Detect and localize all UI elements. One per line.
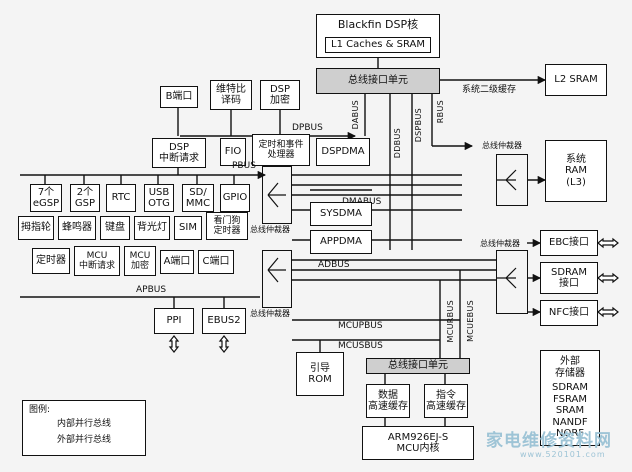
timer-block: 定时器	[32, 248, 70, 274]
ddbus-label: DDBUS	[393, 128, 402, 159]
gsp-block: 2个 GSP	[70, 184, 100, 212]
nfc-interface-block: NFC接口	[540, 300, 598, 326]
l2-sram-block: L2 SRAM	[545, 64, 607, 96]
dspdma-block: DSPDMA	[316, 138, 370, 166]
b-port-block: B端口	[160, 86, 198, 108]
legend-external-label: 外部并行总线	[57, 435, 112, 445]
ebus2-block: EBUS2	[202, 308, 246, 334]
l2-note-label: 系统二级缓存	[462, 85, 517, 95]
arbiter-left-bottom-label: 总线仲裁器	[250, 309, 290, 318]
bus-arbiter-left-top	[262, 166, 292, 224]
c-port-block: C端口	[198, 250, 234, 274]
external-memory-block: 外部 存储器 SDRAM FSRAM SRAM NANDF NORF	[540, 350, 600, 446]
instruction-cache-block: 指令 高速缓存	[424, 384, 468, 418]
bus-arbiter-left-bottom	[262, 250, 292, 308]
sysdma-block: SYSDMA	[310, 202, 372, 226]
arbiter-left-top-label: 总线仲裁器	[250, 225, 290, 234]
a-port-block: A端口	[160, 250, 194, 274]
blackfin-dsp-core: Blackfin DSP核 L1 Caches & SRAM	[316, 14, 440, 58]
egsp-block: 7个 eGSP	[30, 184, 62, 212]
mcupbus-label: MCUPBUS	[338, 321, 383, 331]
dsp-encryption-block: DSP 加密	[260, 80, 300, 110]
sim-block: SIM	[174, 216, 202, 240]
arbiter-mid-right-label: 总线仲裁器	[480, 239, 520, 248]
arbiter-top-right-label: 总线仲裁器	[482, 141, 522, 150]
legend-box: 图例: 内部并行总线 外部并行总线	[22, 400, 146, 456]
ext-mem-title: 外部 存储器	[555, 356, 585, 379]
dsp-core-title: Blackfin DSP核	[337, 18, 419, 31]
arm-mcu-core-block: ARM926EJ-S MCU内核	[362, 426, 474, 460]
dspbus-label: DSPBUS	[414, 108, 423, 143]
rtc-block: RTC	[106, 184, 136, 212]
watermark-url: www.520101.com	[520, 450, 606, 459]
dsp-interrupt-block: DSP 中断请求	[152, 138, 206, 168]
ext-mem-items: SDRAM FSRAM SRAM NANDF NORF	[551, 382, 589, 440]
mcurbus-label: MCURBUS	[446, 300, 455, 343]
bus-arbiter-mid-right	[496, 250, 528, 314]
dabus-label: DABUS	[351, 100, 360, 130]
mcu-interrupt-block: MCU 中断请求	[74, 246, 120, 276]
l1-cache-block: L1 Caches & SRAM	[325, 37, 431, 53]
mcuebus-label: MCUEBUS	[466, 300, 475, 342]
watermark-text: 家电维修资料网	[486, 431, 612, 451]
backlight-block: 背光灯	[134, 216, 170, 240]
mcu-bus-interface-unit: 总线接口单元	[366, 358, 470, 374]
watchdog-timer-block: 看门狗 定时器	[206, 212, 248, 240]
apbus-label: APBUS	[136, 285, 167, 295]
mcu-encryption-block: MCU 加密	[124, 246, 156, 276]
dpbus-label: DPBUS	[292, 123, 323, 133]
bus-arbiter-top-right	[496, 154, 528, 206]
viterbi-decoder-block: 维特比 译码	[210, 80, 252, 110]
appdma-block: APPDMA	[310, 230, 372, 254]
ppi-block: PPI	[154, 308, 194, 334]
data-cache-block: 数据 高速缓存	[366, 384, 410, 418]
fio-block: FIO	[220, 138, 246, 166]
pbus-label: PBUS	[232, 161, 256, 171]
legend-internal-label: 内部并行总线	[57, 419, 112, 429]
system-ram-block: 系统 RAM (L3)	[545, 140, 607, 202]
legend-title: 图例:	[29, 405, 51, 415]
gpio-block: GPIO	[220, 184, 250, 212]
ebc-interface-block: EBC接口	[540, 230, 598, 256]
sd-mmc-block: SD/ MMC	[182, 184, 214, 212]
mcusbus-label: MCUSBUS	[338, 341, 383, 351]
timer-event-block: 定时和事件 处理器	[252, 134, 310, 166]
thumbwheel-block: 拇指轮	[18, 216, 54, 240]
sdram-interface-block: SDRAM 接口	[540, 262, 598, 294]
buzzer-block: 蜂鸣器	[58, 216, 96, 240]
dsp-bus-interface-unit: 总线接口单元	[316, 68, 440, 94]
boot-rom-block: 引导 ROM	[296, 352, 344, 396]
keypad-block: 键盘	[100, 216, 130, 240]
adbus-label: ADBUS	[318, 260, 350, 270]
usb-otg-block: USB OTG	[144, 184, 174, 212]
rbus-label: RBUS	[436, 100, 445, 124]
